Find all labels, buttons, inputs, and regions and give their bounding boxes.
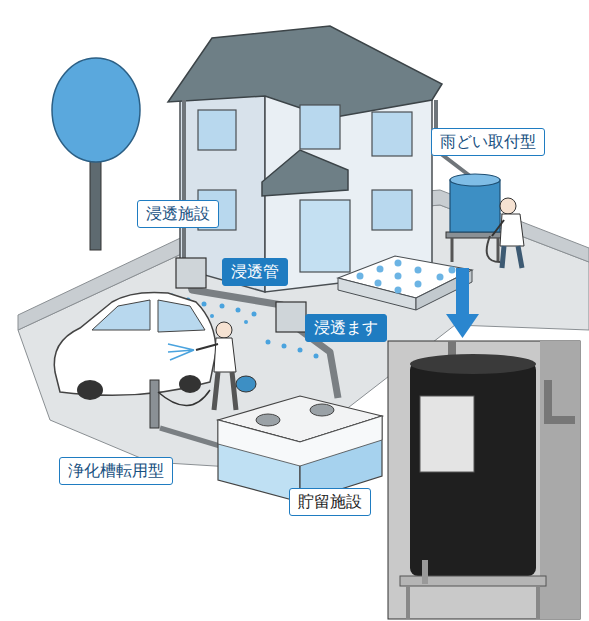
glass-door (300, 200, 350, 272)
porch-roof (262, 150, 348, 196)
water-spray (168, 344, 194, 360)
photo-faucet (422, 560, 428, 584)
window (372, 190, 412, 230)
car-wheel (179, 375, 201, 393)
crate-pattern (357, 260, 456, 294)
tank-upper (218, 416, 382, 466)
pipe (160, 428, 220, 446)
barrel-hose (487, 236, 500, 262)
crate-hole (395, 273, 402, 280)
manhole (256, 414, 280, 426)
drop (298, 348, 303, 353)
window (198, 110, 236, 150)
drop (282, 344, 287, 349)
drop (244, 320, 248, 324)
drop (314, 354, 319, 359)
car-window (158, 300, 205, 332)
part-label: 浸透ます (305, 314, 387, 342)
crate-hole (415, 267, 422, 274)
drop (202, 302, 207, 307)
car-body (54, 292, 216, 395)
photo-poster (420, 396, 474, 472)
crate-hole (377, 266, 384, 273)
label-text: 浸透管 (231, 262, 279, 282)
crate-hole (437, 274, 444, 281)
crates-side (338, 278, 416, 310)
tree-canopy (52, 58, 140, 162)
label-text: 浸透ます (314, 318, 378, 338)
person-head (216, 322, 232, 338)
car-window (92, 300, 150, 330)
person-body (214, 338, 236, 372)
arrow-head (446, 314, 479, 338)
window (372, 112, 412, 156)
crate-hole (395, 287, 402, 294)
drop (252, 312, 257, 317)
car-wheel (77, 380, 103, 400)
photo-tank-top (410, 354, 536, 374)
drop (236, 308, 241, 313)
facility-label: 浸透施設 (137, 200, 219, 228)
crate-hole (375, 280, 382, 287)
house-roof (168, 26, 442, 118)
faucet-post (150, 380, 159, 428)
manhole (310, 404, 334, 416)
label-text: 雨どい取付型 (440, 132, 536, 152)
photo (388, 341, 580, 619)
barrel-legs (452, 238, 498, 262)
rain-barrel (450, 180, 500, 232)
crate-hole (449, 267, 456, 274)
crate-hole (395, 260, 402, 267)
arrow-shaft (456, 268, 469, 316)
person-arm (196, 344, 218, 350)
infiltration-basin (276, 302, 306, 332)
photo-stand-legs (408, 586, 538, 619)
part-label: 浸透管 (222, 258, 288, 286)
drop (210, 314, 214, 318)
person-body (500, 214, 524, 246)
type-label: 浄化槽転用型 (59, 457, 173, 485)
downspout (182, 100, 186, 262)
person-legs (502, 246, 522, 268)
label-text: 貯留施設 (298, 492, 362, 512)
person-arm (492, 220, 504, 236)
barrel-top (450, 174, 500, 186)
bucket (236, 376, 256, 392)
crate-hole (415, 281, 422, 288)
person-head (500, 198, 516, 214)
type-label: 雨どい取付型 (431, 128, 545, 156)
drop (220, 304, 225, 309)
label-text: 浸透施設 (146, 204, 210, 224)
crate-hole (357, 273, 364, 280)
photo-stand (400, 576, 546, 586)
facility-label: 貯留施設 (289, 488, 371, 516)
window (300, 105, 340, 149)
photo-tank (410, 362, 536, 576)
hose (158, 390, 210, 406)
label-text: 浄化槽転用型 (68, 461, 164, 481)
person-legs (214, 372, 236, 410)
infiltration-basin (176, 258, 206, 288)
drop (266, 340, 271, 345)
